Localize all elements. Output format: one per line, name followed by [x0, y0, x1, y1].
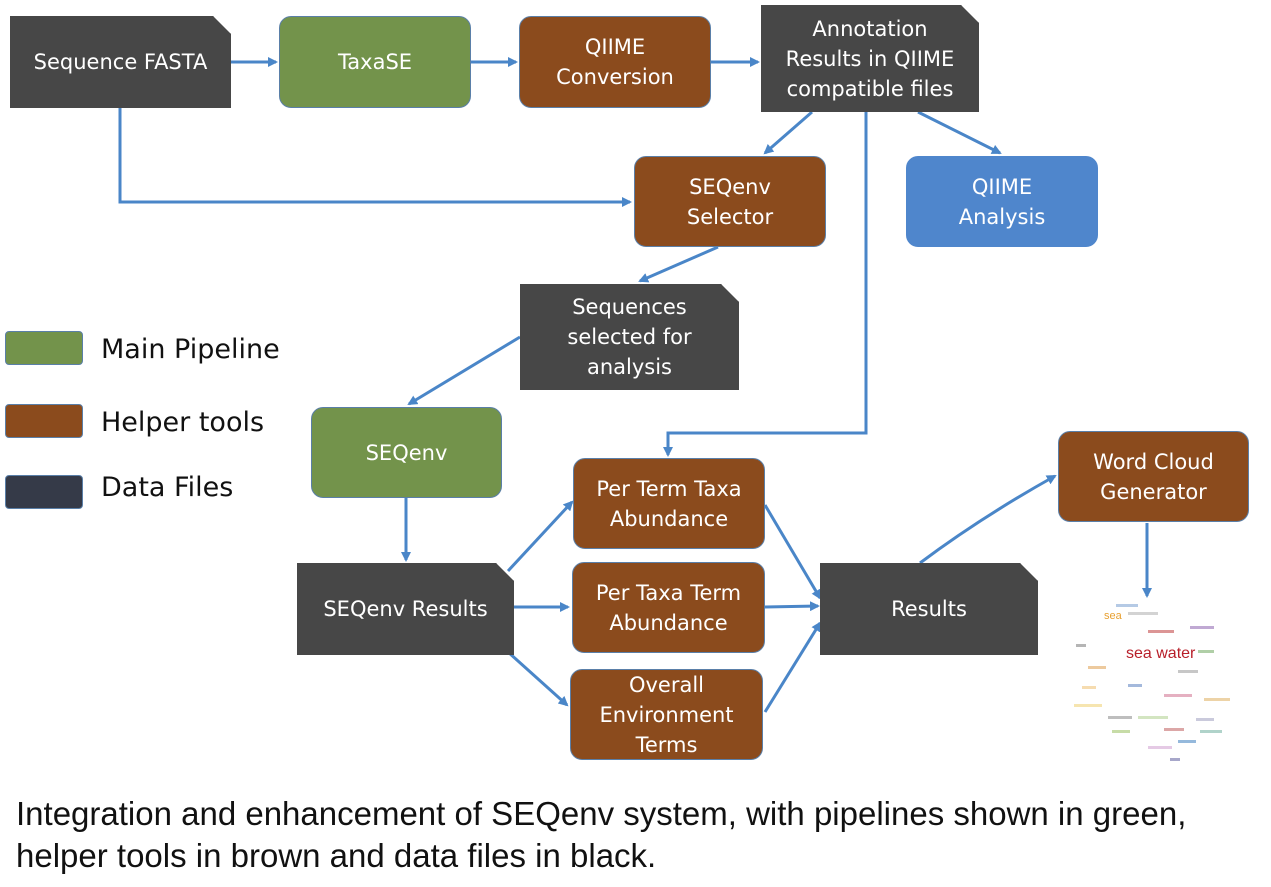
arrow-results-per-term: [506, 500, 574, 573]
legend-swatch-data: [5, 475, 83, 509]
arrow-annotation-selector: [763, 110, 813, 155]
annotation-results-node: Annotation Results in QIIME compatible f…: [761, 5, 979, 112]
arrow-results-wordcloud: [919, 474, 1057, 565]
qiime-conversion-node: QIIME Conversion: [519, 16, 711, 108]
seqenv-node: SEQenv: [311, 407, 502, 498]
per-taxa-term-node: Per Taxa Term Abundance: [572, 562, 765, 653]
legend-swatch-pipeline: [5, 331, 83, 365]
arrow-annotation-qiime-analysis: [917, 110, 1002, 155]
word-cloud-secondary-word: sea: [1104, 610, 1122, 622]
taxase-node: TaxaSE: [279, 16, 471, 108]
arrow-per-taxa-results: [764, 601, 820, 612]
results-node: Results: [820, 563, 1038, 655]
arrow-annotation-per-term: [663, 112, 868, 457]
arrow-sequences-seqenv: [407, 335, 521, 406]
arrow-overall-results: [763, 621, 822, 713]
word-cloud-main-word: sea water: [1126, 645, 1196, 662]
overall-environment-node: Overall Environment Terms: [570, 669, 763, 760]
word-cloud-generator-node: Word Cloud Generator: [1058, 431, 1249, 522]
arrow-selector-sequences: [638, 245, 719, 283]
seqenv-selector-node: SEQenv Selector: [634, 156, 826, 247]
seqenv-results-node: SEQenv Results: [297, 563, 514, 655]
arrow-results-overall: [506, 650, 569, 707]
per-term-taxa-node: Per Term Taxa Abundance: [573, 458, 765, 549]
legend-label-data: Data Files: [101, 472, 234, 503]
sequences-selected-node: Sequences selected for analysis: [520, 284, 739, 390]
arrow-per-term-results: [763, 504, 822, 600]
legend-label-pipeline: Main Pipeline: [101, 334, 280, 365]
word-cloud-image: sea sea water: [1068, 600, 1238, 770]
legend-swatch-helper: [5, 404, 83, 438]
qiime-analysis-node: QIIME Analysis: [906, 156, 1098, 247]
arrow-fasta-selector: [118, 108, 632, 207]
figure-caption: Integration and enhancement of SEQenv sy…: [16, 795, 1187, 874]
legend-label-helper: Helper tools: [101, 407, 265, 438]
word-cloud-scatter: [1074, 604, 1230, 761]
sequence-fasta-node: Sequence FASTA: [10, 16, 231, 108]
